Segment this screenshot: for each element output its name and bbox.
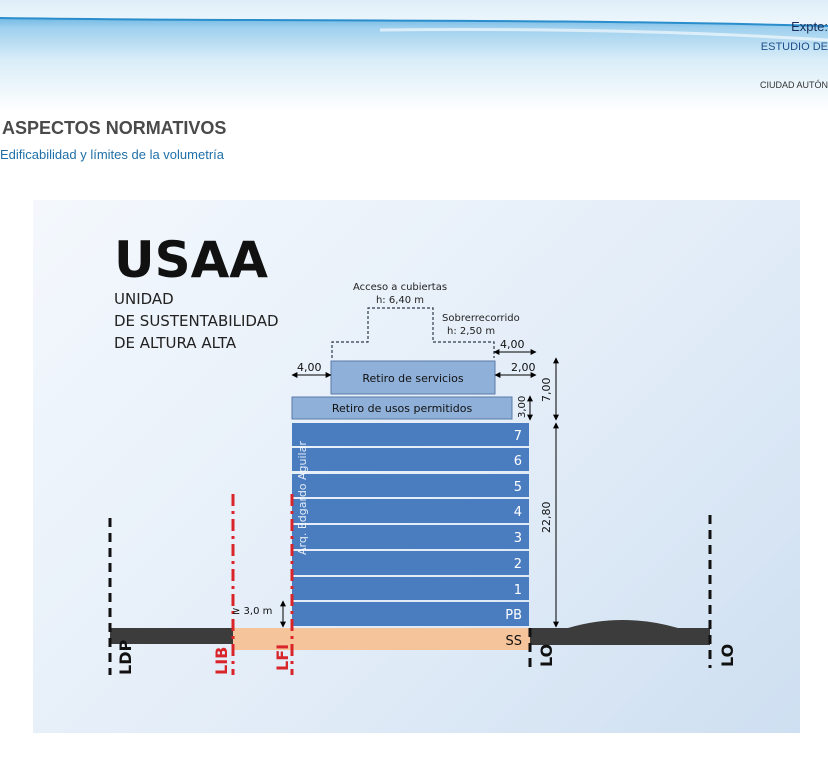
floor-2 bbox=[292, 551, 529, 575]
floor-label-6: 6 bbox=[514, 454, 522, 469]
retiro-servicios-label: Retiro de servicios bbox=[362, 372, 463, 385]
floor-7 bbox=[292, 423, 529, 446]
diagram-name-line-1: UNIDAD bbox=[114, 290, 174, 308]
floor-label-2: 2 bbox=[514, 557, 522, 572]
dim-top-total-label: 7,00 bbox=[540, 378, 553, 403]
dim-usos-height-label: 3,00 bbox=[517, 396, 528, 418]
diagram-code: USAA bbox=[114, 231, 268, 289]
acceso-label: Acceso a cubiertas bbox=[353, 282, 447, 293]
floor-4 bbox=[292, 499, 529, 523]
expediente-label: Expte: bbox=[791, 19, 828, 34]
floor-6 bbox=[292, 448, 529, 471]
page-subtitle: Edificabilidad y límites de la volumetrí… bbox=[0, 147, 224, 162]
floor-pb bbox=[292, 602, 529, 626]
estudio-label: ESTUDIO DE bbox=[760, 41, 828, 53]
dim-left-setback-label: 4,00 bbox=[297, 361, 322, 374]
floor-1 bbox=[292, 577, 529, 600]
diagram-name-line-3: DE ALTURA ALTA bbox=[114, 334, 237, 352]
basement-block bbox=[233, 628, 530, 650]
floor-label-5: 5 bbox=[514, 480, 522, 495]
retiro-usos-block bbox=[291, 396, 513, 420]
retiro-usos-label: Retiro de usos permitidos bbox=[332, 402, 473, 415]
dim-top-right-label: 4,00 bbox=[500, 338, 525, 351]
floor-label-pb: PB bbox=[505, 608, 522, 623]
lib-label: LIB bbox=[212, 647, 231, 675]
sobrerrecorrido-label: Sobrerrecorrido bbox=[442, 313, 520, 324]
header-swoosh bbox=[0, 0, 828, 42]
page-title: ASPECTOS NORMATIVOS bbox=[2, 118, 227, 138]
street-section bbox=[530, 620, 710, 645]
sobrerrecorrido-height: h: 2,50 m bbox=[447, 326, 495, 337]
floor-label-4: 4 bbox=[514, 505, 522, 520]
lo-right-label: LO bbox=[718, 644, 737, 667]
lfi-label: LFI bbox=[273, 644, 292, 671]
floor-label-1: 1 bbox=[514, 583, 522, 598]
floor-label-3: 3 bbox=[514, 531, 522, 546]
floor-3 bbox=[292, 525, 529, 549]
dim-main-height-label: 22,80 bbox=[540, 502, 553, 534]
ground-left bbox=[110, 628, 234, 644]
author-credit: Arq. Edgardo Aguilar bbox=[296, 441, 309, 555]
retiro-servicios-block bbox=[330, 360, 496, 395]
acceso-height: h: 6,40 m bbox=[376, 295, 424, 306]
ldp-label: LDP bbox=[116, 640, 135, 675]
lo-left-label: LO bbox=[537, 644, 556, 667]
floor-5 bbox=[292, 474, 529, 497]
dim-clearance-label: ≥ 3,0 m bbox=[232, 606, 272, 617]
rooftop-outline bbox=[331, 307, 495, 358]
ciudad-label: CIUDAD AUTÓN bbox=[759, 80, 828, 90]
floor-label-7: 7 bbox=[514, 429, 522, 444]
basement-label: SS bbox=[505, 634, 522, 649]
dim-right-setback-label: 2,00 bbox=[511, 361, 536, 374]
diagram-name-line-2: DE SUSTENTABILIDAD bbox=[114, 312, 279, 330]
